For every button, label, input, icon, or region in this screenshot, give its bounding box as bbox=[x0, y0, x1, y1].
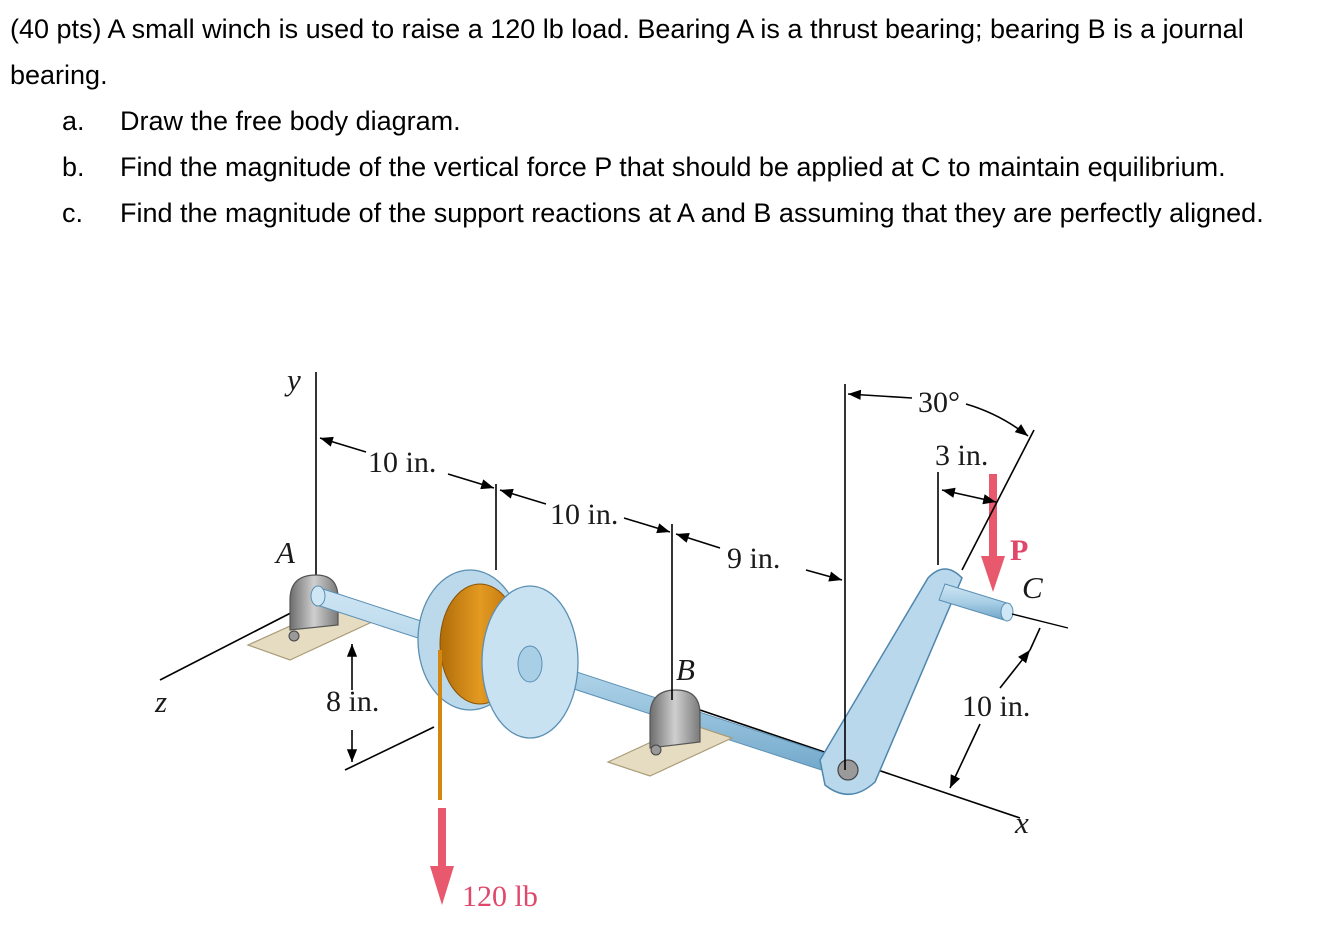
dim-drum-to-b: 10 in. bbox=[550, 498, 618, 531]
question-marker: a. bbox=[62, 106, 85, 136]
bolt-icon bbox=[288, 630, 300, 642]
force-p-label: P bbox=[1010, 534, 1028, 567]
force-p: P bbox=[981, 474, 1028, 592]
question-text: Find the magnitude of the vertical force… bbox=[120, 152, 1226, 182]
force-p-arrow-head bbox=[981, 556, 1005, 592]
question-b: b. Find the magnitude of the vertical fo… bbox=[10, 144, 1325, 190]
crank: C bbox=[819, 568, 1069, 795]
dim-line bbox=[499, 488, 547, 505]
point-c-label: C bbox=[1022, 570, 1043, 605]
dim-line bbox=[319, 436, 367, 453]
x-axis-label: x bbox=[1014, 805, 1029, 840]
handle-end bbox=[1000, 602, 1014, 622]
problem-intro: (40 pts) A small winch is used to raise … bbox=[10, 14, 1244, 90]
nut-icon bbox=[837, 759, 859, 781]
question-c: c. Find the magnitude of the support rea… bbox=[10, 190, 1325, 236]
z-axis-label: z bbox=[154, 684, 167, 719]
load-arrow-shaft bbox=[438, 808, 446, 868]
force-p-arrow-shaft bbox=[989, 474, 997, 558]
angle-arc bbox=[965, 403, 1029, 437]
dim-b-to-crank: 9 in. bbox=[727, 542, 780, 575]
problem-statement: (40 pts) A small winch is used to raise … bbox=[10, 6, 1325, 236]
drum-hub bbox=[517, 645, 543, 683]
point-a-label: A bbox=[274, 535, 296, 570]
coordinate-axes: y z x bbox=[154, 362, 1029, 840]
pillow-block-b bbox=[649, 689, 701, 749]
dim-crank-length: 10 in. bbox=[962, 690, 1030, 723]
dim-line bbox=[847, 389, 913, 400]
crank-arm bbox=[819, 568, 963, 795]
question-text: Find the magnitude of the support reacti… bbox=[120, 198, 1264, 228]
winch-drum bbox=[417, 569, 579, 800]
bearing-b: B bbox=[606, 652, 734, 777]
question-a: a. Draw the free body diagram. bbox=[10, 98, 1325, 144]
shaft-body bbox=[313, 587, 853, 779]
dim-drum-radius: 8 in. bbox=[326, 685, 379, 718]
load-label: 120 lb bbox=[462, 880, 538, 913]
load-arrow-head bbox=[430, 866, 454, 905]
angle-reference-line bbox=[961, 429, 1035, 571]
dim-line bbox=[949, 723, 981, 789]
dim-a-to-drum: 10 in. bbox=[368, 446, 436, 479]
point-b-label: B bbox=[676, 652, 695, 687]
handle-axis-line bbox=[1011, 613, 1069, 629]
dim-line bbox=[447, 473, 495, 490]
load-force: 120 lb bbox=[430, 808, 538, 913]
dim-line bbox=[675, 533, 721, 549]
dimensions: 10 in. 10 in. 9 in. 8 in. 30° 3 in. 10 i… bbox=[319, 384, 1041, 789]
dim-crank-angle: 30° bbox=[918, 386, 960, 419]
extension-line bbox=[1029, 627, 1041, 651]
dim-handle-offset: 3 in. bbox=[935, 439, 988, 472]
dim-line bbox=[623, 517, 671, 534]
bearing-a: A bbox=[246, 535, 374, 661]
dim-line bbox=[941, 487, 997, 505]
dim-line bbox=[805, 569, 843, 582]
bolt-icon bbox=[650, 744, 662, 756]
question-text: Draw the free body diagram. bbox=[120, 106, 461, 136]
main-shaft bbox=[310, 585, 853, 779]
dim-line bbox=[999, 649, 1031, 689]
shaft-end bbox=[310, 585, 326, 607]
question-marker: b. bbox=[62, 152, 85, 182]
crank-handle bbox=[938, 583, 1011, 621]
y-axis-label: y bbox=[284, 362, 301, 397]
question-marker: c. bbox=[62, 198, 84, 228]
extension-line bbox=[344, 726, 435, 771]
